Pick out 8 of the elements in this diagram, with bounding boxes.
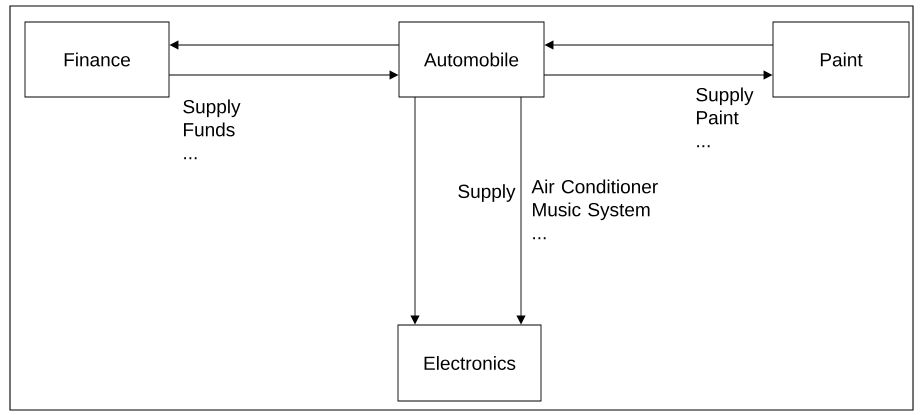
process-box: Paint xyxy=(772,22,910,98)
process-box: Electronics xyxy=(398,324,542,402)
edge-label: Supply Funds ... xyxy=(181,98,248,160)
label: Air Conditioner Music System ... xyxy=(532,179,658,240)
process-box: Finance xyxy=(24,22,170,98)
edge-label: Supply Paint ... xyxy=(694,86,760,148)
edge-label: Supply xyxy=(456,183,517,203)
process-box: Automobile xyxy=(398,22,544,98)
